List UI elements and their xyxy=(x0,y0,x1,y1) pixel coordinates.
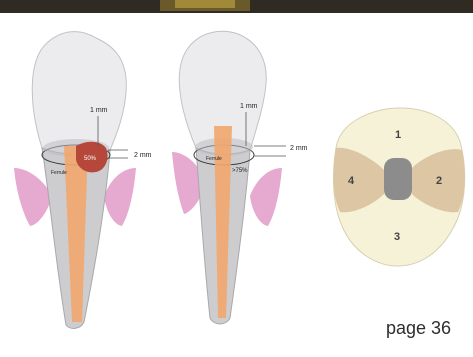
label-1mm-left: 1 mm xyxy=(90,107,108,114)
tooth-left: 1 mm 2 mm Ferrule 50% xyxy=(14,32,152,329)
label-ferrule-right: Ferrule xyxy=(206,156,222,162)
gingiva-right-inner xyxy=(250,168,282,226)
quadrant-label-2: 2 xyxy=(436,175,442,187)
root-canal xyxy=(384,158,412,200)
label-percent-left: 50% xyxy=(84,156,97,162)
label-1mm-right: 1 mm xyxy=(240,103,258,110)
root-cross-section: 1 2 3 4 xyxy=(333,108,464,266)
label-percent-right: >75% xyxy=(232,168,248,174)
quadrant-label-4: 4 xyxy=(348,175,355,187)
label-2mm-right: 2 mm xyxy=(290,145,308,152)
tooth-right: 1 mm 2 mm Ferrule >75% xyxy=(172,31,308,324)
crown-left xyxy=(32,32,126,155)
quadrant-label-1: 1 xyxy=(395,129,401,141)
top-photo-strip xyxy=(0,0,473,13)
label-ferrule-left: Ferrule xyxy=(51,170,67,176)
label-2mm-left: 2 mm xyxy=(134,152,152,159)
page-number: page 36 xyxy=(386,318,451,339)
gingiva-left-inner xyxy=(104,168,136,226)
quadrant-label-3: 3 xyxy=(394,231,400,243)
